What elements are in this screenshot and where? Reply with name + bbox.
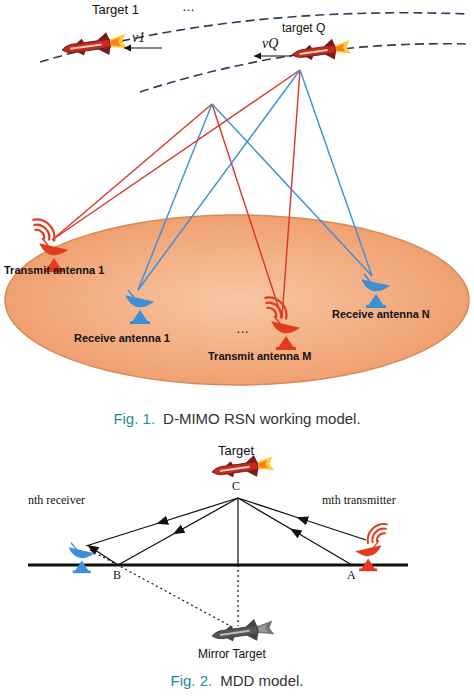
- point-label: A: [347, 569, 356, 583]
- antenna-label: Transmit antenna 1: [4, 264, 104, 277]
- receiver-label: nth receiver: [28, 494, 85, 508]
- missile: [291, 36, 352, 65]
- mirror-line: [237, 565, 238, 626]
- point-label: C: [232, 480, 240, 494]
- antenna-label: Receive antenna N: [332, 308, 430, 321]
- antenna-label: Transmit antenna M: [208, 350, 311, 363]
- propagation-path: [86, 498, 238, 546]
- velocity-label: v1: [132, 30, 145, 46]
- receive-antenna: [125, 284, 154, 324]
- normal-line: [237, 498, 238, 565]
- signal-path: [52, 70, 300, 240]
- caption-row: Fig. 2. MDD model.: [0, 672, 474, 689]
- propagation-path: [238, 498, 352, 565]
- signal-path: [138, 70, 300, 290]
- transmitter-label: mth transmitter: [322, 494, 396, 508]
- target-label: Mirror Target: [198, 648, 266, 662]
- figure-number: Fig. 1.: [113, 410, 155, 427]
- receive-antenna: [361, 268, 390, 308]
- transmit-antenna: [264, 298, 300, 350]
- figure-caption: MDD model.: [220, 672, 303, 689]
- velocity-arrow: [124, 45, 131, 52]
- target-label: target Q: [282, 22, 325, 36]
- propagation-path: [92, 548, 118, 565]
- trajectory: [40, 13, 468, 62]
- caption-row: Fig. 1. D-MIMO RSN working model.: [0, 410, 474, 427]
- transmit-antenna: [355, 524, 387, 571]
- trajectory: [140, 44, 468, 92]
- ellipsis: …: [182, 0, 195, 15]
- target-label: Target 1: [92, 3, 139, 18]
- point-label: B: [113, 569, 121, 583]
- velocity-label: vQ: [262, 36, 278, 52]
- signal-path: [212, 104, 282, 318]
- antenna-label: Receive antenna 1: [74, 332, 170, 345]
- signal-path: [52, 104, 212, 240]
- missile: [60, 30, 128, 62]
- ground-region: [5, 215, 469, 385]
- target-label: Target: [218, 444, 254, 459]
- figure-caption: D-MIMO RSN working model.: [163, 410, 361, 427]
- signal-path: [282, 70, 300, 318]
- velocity-arrow: [254, 53, 261, 60]
- receive-antenna: [68, 537, 95, 573]
- ellipsis: …: [236, 322, 249, 337]
- signal-path: [212, 104, 372, 276]
- signal-path: [300, 70, 372, 276]
- mirror-line: [90, 550, 234, 628]
- missile: [210, 616, 274, 646]
- propagation-path: [118, 498, 238, 565]
- figure-number: Fig. 2.: [170, 672, 212, 689]
- signal-path: [138, 104, 212, 290]
